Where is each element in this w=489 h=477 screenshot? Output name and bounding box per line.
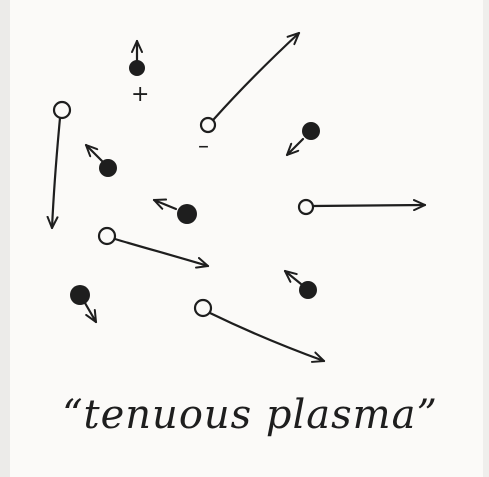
ion-center <box>152 198 197 224</box>
ion-dot <box>70 285 90 305</box>
velocity-arrow <box>83 301 98 324</box>
ion-dot <box>99 159 117 177</box>
velocity-arrow <box>283 269 303 286</box>
ion-upper-right <box>285 122 320 157</box>
electron-bottom <box>193 298 326 363</box>
velocity-arrow <box>285 137 305 157</box>
electron-circle <box>52 100 72 120</box>
electron-circle <box>199 116 217 134</box>
velocity-arrow <box>208 311 326 363</box>
velocity-arrow <box>212 31 301 121</box>
velocity-arrow <box>311 199 427 212</box>
positive-charge-label: + <box>131 82 150 107</box>
caption-text: “tenuous plasma” <box>62 392 438 438</box>
velocity-arrow <box>46 116 62 230</box>
electron-left <box>46 100 72 230</box>
electron-middle-left <box>97 226 210 269</box>
ion-dot <box>302 122 320 140</box>
ion-dot <box>129 60 145 76</box>
ion-dot <box>299 281 317 299</box>
negative-charge-label: – <box>198 134 209 159</box>
electron-circle <box>297 198 315 216</box>
electron-circle <box>97 226 117 246</box>
velocity-arrow <box>113 237 210 269</box>
ion-top <box>129 39 145 76</box>
velocity-arrow <box>152 198 178 211</box>
electron-top-center <box>199 31 301 134</box>
ion-dot <box>177 204 197 224</box>
electron-circle <box>193 298 213 318</box>
ion-upper-left <box>84 143 117 177</box>
velocity-arrow <box>84 143 104 163</box>
ion-lower-right <box>283 269 317 299</box>
electron-right <box>297 198 427 216</box>
ion-lower-left <box>70 285 98 324</box>
